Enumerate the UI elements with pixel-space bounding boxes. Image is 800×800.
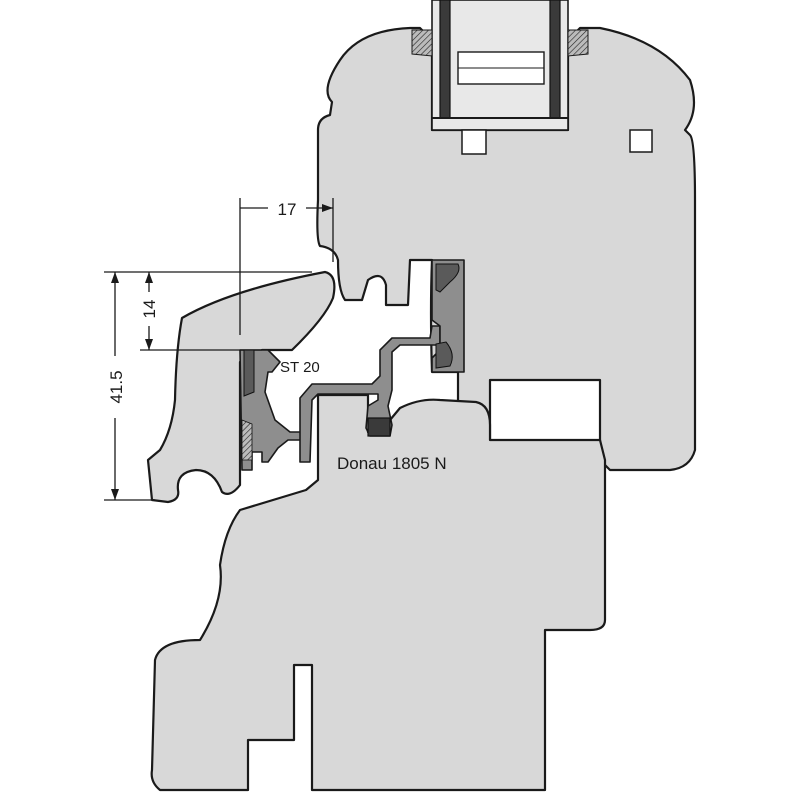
- dim-41-arrow-bottom: [111, 489, 119, 500]
- glazing-block-left: [461, 129, 487, 155]
- donau-1805n-profile: [299, 325, 441, 463]
- weather-bar-wood: [146, 270, 336, 504]
- dim-17-label: 17: [278, 200, 297, 219]
- dim-14-arrow-top: [145, 272, 153, 283]
- dim-14-arrow-bottom: [145, 339, 153, 350]
- st20-gasket: [243, 349, 255, 397]
- dim-41-label: 41.5: [107, 370, 126, 403]
- donau-gasket-channel: [367, 417, 391, 437]
- dim-41-arrow-top: [111, 272, 119, 283]
- dim-17-arrow-right: [322, 204, 333, 212]
- glass-edge-left: [439, 0, 451, 119]
- st20-label: ST 20: [280, 359, 320, 376]
- sash-seal-lip: [435, 263, 460, 293]
- donau-1805n-label: Donau 1805 N: [337, 454, 447, 473]
- glazing-seal-right: [567, 29, 589, 57]
- dim-14-label: 14: [140, 300, 159, 319]
- frame-wood: [150, 393, 607, 792]
- glass-edge-right: [549, 0, 561, 119]
- sash-seal-lip-lower: [435, 341, 453, 369]
- glazing-seal-left: [411, 29, 433, 57]
- st20-gasket-hatch: [241, 419, 253, 461]
- glazing-block-right: [629, 129, 653, 153]
